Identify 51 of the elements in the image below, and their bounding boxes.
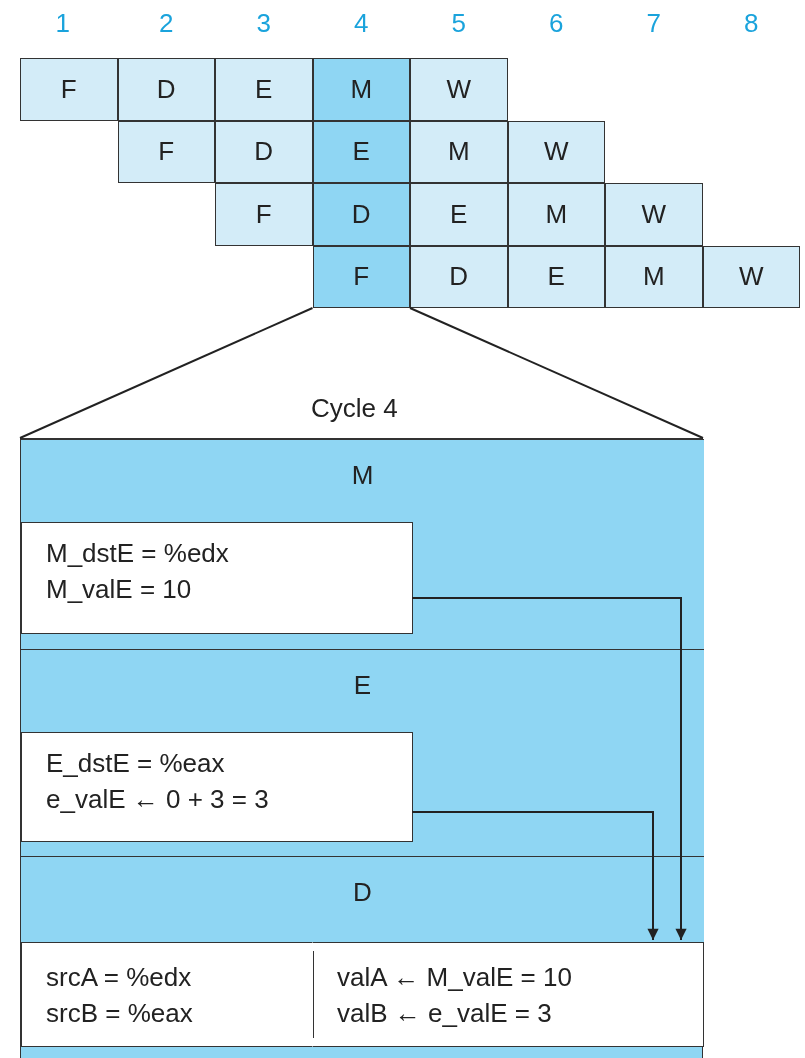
stage-cell: E: [410, 183, 508, 246]
stage-cell: M: [605, 245, 703, 308]
stage-cell: F: [117, 120, 215, 183]
stage-cell: D: [410, 245, 508, 308]
register-box: [21, 522, 413, 634]
stage-cell: W: [410, 58, 508, 121]
column-number: 5: [450, 8, 467, 39]
stage-cell: M: [312, 58, 410, 121]
stage-label: M: [351, 460, 374, 491]
register-box: [21, 732, 413, 842]
stage-cell: E: [215, 58, 313, 121]
stage-label: D: [353, 877, 372, 908]
column-number: 6: [548, 8, 565, 39]
stage-cell: F: [20, 58, 118, 121]
panel-title: Cycle 4: [311, 393, 398, 424]
stage-band: [21, 439, 704, 649]
register-value: E_dstE = %eax: [46, 747, 225, 780]
register-value: M_valE = 10: [46, 573, 192, 606]
stage-label: E: [353, 670, 372, 701]
stage-cell: F: [312, 245, 410, 308]
stage-cell: W: [702, 245, 800, 308]
column-number: 8: [743, 8, 760, 39]
stage-cell: E: [312, 120, 410, 183]
stage-cell: D: [312, 183, 410, 246]
stage-band: [21, 856, 704, 1046]
register-value: valA ← M_valE = 10: [337, 961, 572, 994]
column-number: 2: [158, 8, 175, 39]
stage-cell: D: [117, 58, 215, 121]
register-value: valB ← e_valE = 3: [337, 997, 552, 1030]
stage-cell: W: [507, 120, 605, 183]
column-number: 3: [255, 8, 272, 39]
stage-cell: M: [410, 120, 508, 183]
zoom-line: [409, 307, 704, 439]
zoom-line: [19, 307, 314, 439]
register-value: e_valE ← 0 + 3 = 3: [46, 783, 269, 816]
stage-cell: W: [605, 183, 703, 246]
register-box: [21, 942, 313, 1047]
stage-cell: M: [507, 183, 605, 246]
stage-cell: F: [215, 183, 313, 246]
register-value: srcB = %eax: [46, 997, 193, 1030]
column-number: 4: [353, 8, 370, 39]
column-number: 7: [645, 8, 662, 39]
arrow: [411, 811, 659, 941]
register-value: srcA = %edx: [46, 961, 192, 994]
arrow: [411, 597, 687, 941]
register-box: [313, 942, 704, 1047]
stage-cell: D: [215, 120, 313, 183]
stage-band: [21, 649, 704, 856]
register-value: M_dstE = %edx: [46, 537, 229, 570]
stage-cell: E: [507, 245, 605, 308]
column-number: 1: [54, 8, 71, 39]
